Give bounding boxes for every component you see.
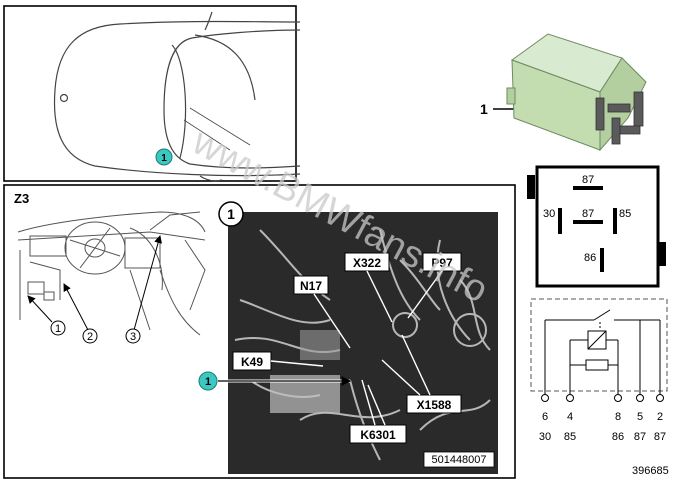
engine-bay-photo: 1 N17 X322 P97 K49 X1588 K6301 xyxy=(218,201,498,474)
dashboard-callouts: 1 2 3 xyxy=(27,235,162,344)
z3-label: Z3 xyxy=(14,191,29,206)
photo-number-badge xyxy=(218,201,244,227)
svg-text:3: 3 xyxy=(130,331,136,343)
diagram-code: 396685 xyxy=(632,465,669,477)
svg-text:6: 6 xyxy=(542,411,548,423)
svg-text:1: 1 xyxy=(55,323,61,335)
pinout-left: 30 xyxy=(543,208,555,220)
label-p97: P97 xyxy=(431,256,453,270)
pinout-right: 85 xyxy=(619,208,631,220)
pinout-box xyxy=(535,165,660,288)
svg-text:30: 30 xyxy=(539,431,551,443)
svg-text:86: 86 xyxy=(612,431,624,443)
svg-text:8: 8 xyxy=(615,411,621,423)
relay-pinout: 87 30 87 85 86 xyxy=(527,165,666,288)
schematic-pin-numbers: 6 4 8 5 2 xyxy=(542,411,663,423)
car-outline xyxy=(53,11,301,182)
relay-illustration: 1 xyxy=(480,33,647,152)
svg-text:4: 4 xyxy=(567,411,573,423)
svg-text:85: 85 xyxy=(564,431,576,443)
schematic-terminal-numbers: 30 85 86 87 87 xyxy=(539,431,666,443)
label-x322: X322 xyxy=(353,256,381,270)
svg-text:1: 1 xyxy=(161,153,167,164)
car-panel-frame xyxy=(3,5,297,182)
label-n17: N17 xyxy=(300,279,322,293)
schematic-frame xyxy=(530,298,668,392)
label-k49: K49 xyxy=(241,355,263,369)
photo-arrow-marker: 1 xyxy=(198,371,352,391)
photo-code: 501448007 xyxy=(431,454,486,466)
photo-leader-lines xyxy=(270,270,443,426)
pinout-center: 87 xyxy=(582,208,594,220)
svg-text:1: 1 xyxy=(227,206,235,222)
label-x1588: X1588 xyxy=(417,398,452,412)
relay-pointer-number: 1 xyxy=(480,101,488,117)
svg-text:2: 2 xyxy=(87,331,93,343)
dashboard-sketch xyxy=(17,211,206,336)
pinout-bottom: 86 xyxy=(584,252,596,264)
pinout-top: 87 xyxy=(582,174,594,186)
relay-schematic: 6 4 8 5 2 30 85 86 87 87 xyxy=(530,298,668,443)
svg-text:2: 2 xyxy=(657,411,663,423)
svg-text:1: 1 xyxy=(205,376,211,388)
z3-location-panel: Z3 1 2 3 xyxy=(3,184,516,479)
svg-text:5: 5 xyxy=(637,411,643,423)
svg-text:87: 87 xyxy=(654,431,666,443)
svg-text:87: 87 xyxy=(634,431,646,443)
car-callout-marker: 1 xyxy=(155,148,173,166)
car-location-panel: 1 xyxy=(3,5,301,182)
label-k6301: K6301 xyxy=(360,428,396,442)
